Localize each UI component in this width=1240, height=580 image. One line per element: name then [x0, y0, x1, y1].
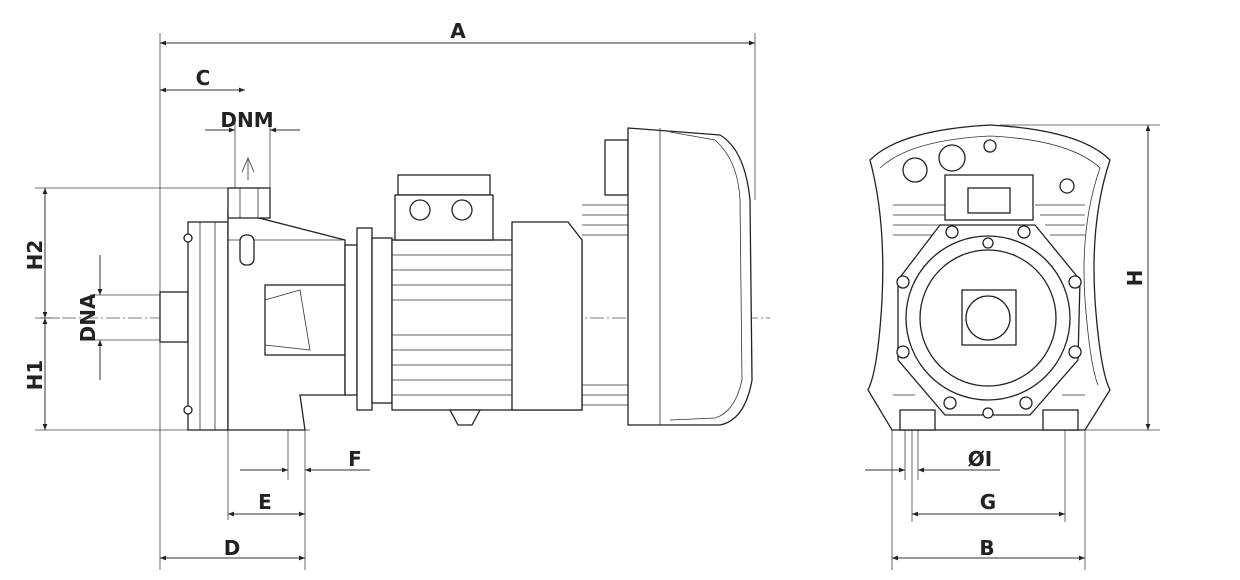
pump-side-view: [40, 127, 770, 431]
label-c: C: [196, 66, 211, 90]
label-g: G: [980, 490, 996, 514]
pump-front-view: [867, 124, 1111, 431]
label-h1: H1: [23, 360, 47, 391]
label-e: E: [258, 490, 272, 514]
label-oi: ØI: [968, 447, 992, 471]
dimension-labels: A C DNM H2 DNA H1 F E D ØI G B H: [23, 19, 1147, 560]
dimension-lines: [42, 40, 1151, 561]
label-dna: DNA: [76, 293, 100, 342]
label-d: D: [224, 536, 241, 560]
motor-fins: [392, 254, 512, 396]
bolts: [896, 225, 1082, 419]
label-a: A: [450, 19, 466, 43]
label-b: B: [979, 536, 994, 560]
label-h2: H2: [23, 240, 47, 271]
label-dnm: DNM: [220, 108, 273, 132]
label-f: F: [348, 447, 362, 471]
label-h: H: [1123, 270, 1147, 287]
